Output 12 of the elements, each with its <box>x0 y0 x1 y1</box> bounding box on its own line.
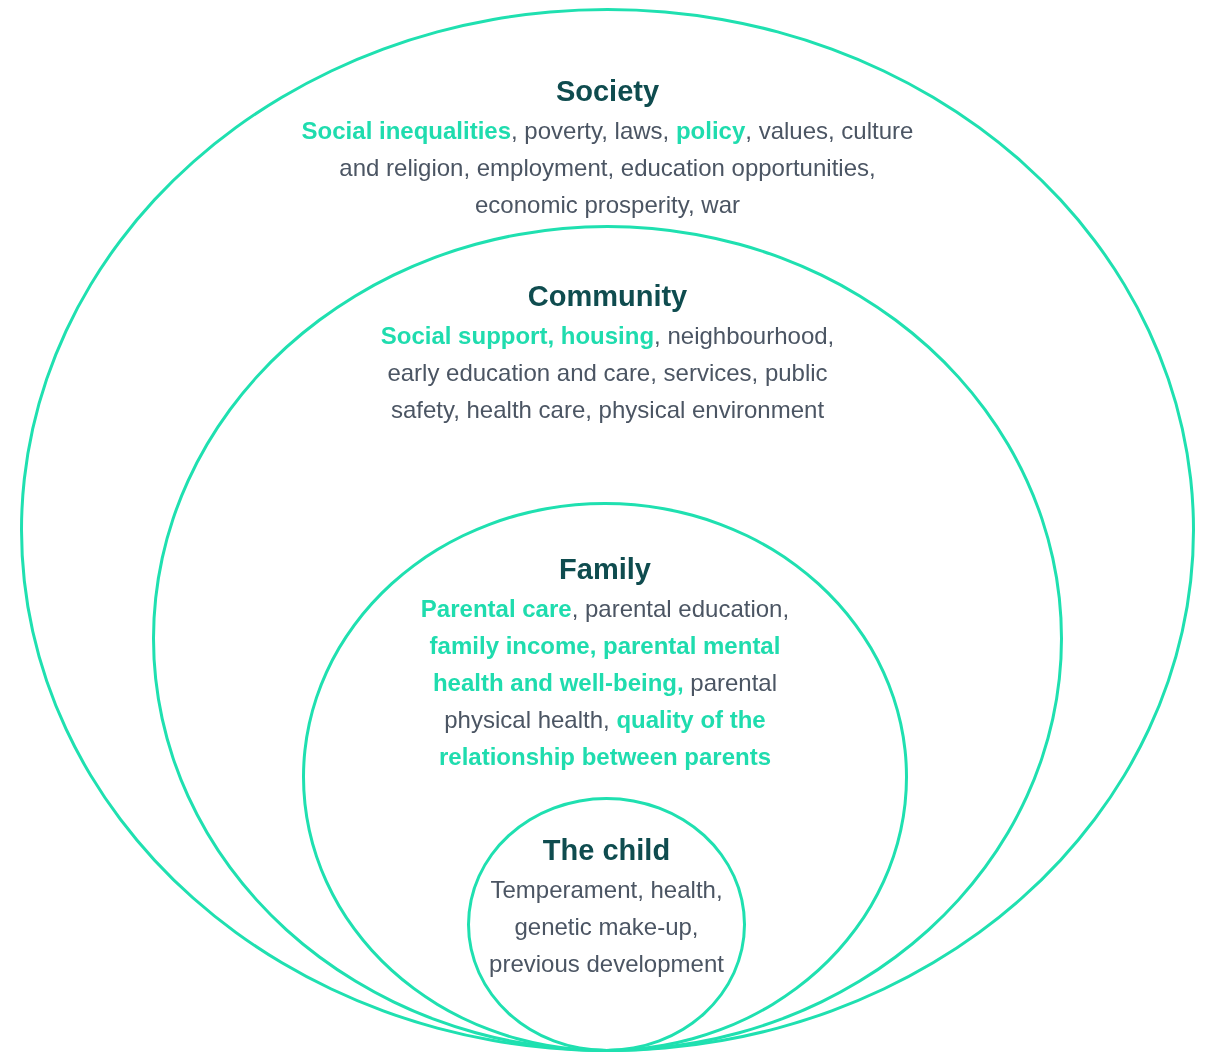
description-text: Social support, housing, neighbourhood, early education and care, services, public safety, health care, physical environment <box>379 321 836 425</box>
heading: The child <box>542 834 671 867</box>
description-text: Temperament, health, genetic make-up, previous development <box>488 875 725 979</box>
ellipse <box>467 797 746 1052</box>
heading: Family <box>559 553 651 586</box>
heading: Society <box>555 75 660 108</box>
ellipse <box>152 225 1063 1052</box>
ellipse <box>20 8 1195 1052</box>
ellipse <box>302 502 908 1052</box>
description-text: Parental care, parental education, family income, parental mental health and well-being, parental physical health, quality of the relationship between parents <box>419 594 791 772</box>
description-text: Social inequalities, poverty, laws, policy, values, culture and religion, employment, education opportunities, economic prosperity, war <box>300 116 915 220</box>
heading: Community <box>527 280 688 313</box>
